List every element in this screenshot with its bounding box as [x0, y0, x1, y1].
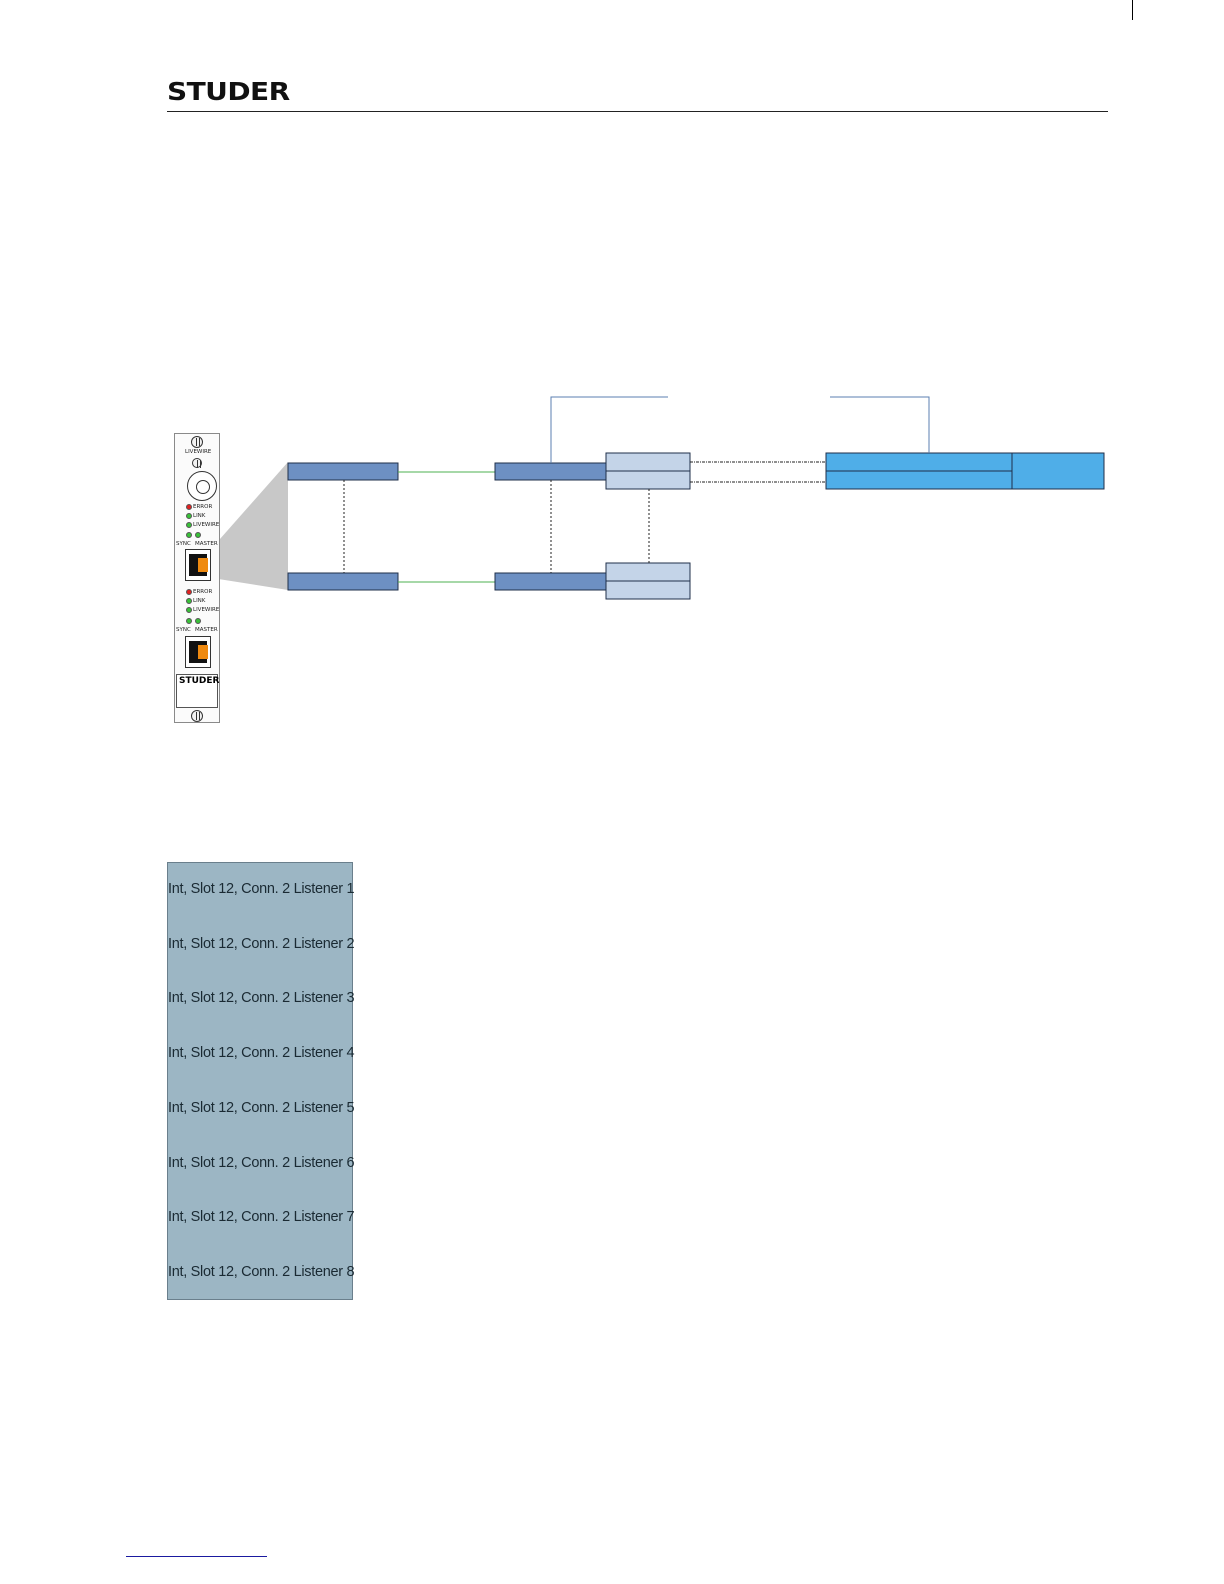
- zoom-wedge: [212, 462, 288, 590]
- listener-list-item[interactable]: Int, Slot 12, Conn. 2 Listener 3: [168, 990, 355, 1007]
- error-led: [186, 589, 192, 595]
- bracket-left: [550, 396, 668, 463]
- livewire-led: [186, 607, 192, 613]
- block-light-top-2: [605, 470, 691, 490]
- listener-list-item[interactable]: Int, Slot 12, Conn. 2 Listener 1: [168, 881, 355, 897]
- block-mid-top: [494, 462, 607, 481]
- block-light-top-1: [605, 452, 691, 472]
- listener-list-item[interactable]: Int, Slot 12, Conn. 2 Listener 4: [168, 1045, 355, 1062]
- network-diagram: [212, 396, 1105, 600]
- led-label: LIVEWIRE: [193, 522, 220, 528]
- sync-label: SYNC: [176, 541, 191, 547]
- master-label: MASTER: [195, 541, 218, 547]
- card-brand-label: STUDER: [179, 676, 220, 686]
- master-led: [195, 618, 201, 624]
- led-label: ERROR: [193, 504, 213, 510]
- bracket-right: [830, 396, 930, 453]
- listener-list-item[interactable]: Int, Slot 12, Conn. 2 Listener 7: [168, 1209, 355, 1226]
- led-label: LINK: [193, 513, 206, 519]
- master-label: MASTER: [195, 627, 218, 633]
- sync-led: [186, 532, 192, 538]
- block-right-2: [825, 470, 1013, 490]
- card-top-label: LIVEWIRE: [185, 449, 212, 455]
- rj45-port-2-icon: [185, 636, 211, 668]
- master-led: [195, 532, 201, 538]
- livewire-card-panel: LIVEWIRE ERROR LINK LIVEWIRE SYNC MASTER…: [174, 433, 220, 723]
- screw-icon: [191, 436, 203, 448]
- sync-label: SYNC: [176, 627, 191, 633]
- footer-link[interactable]: [126, 1556, 267, 1557]
- led-label: LINK: [193, 598, 206, 604]
- livewire-led: [186, 522, 192, 528]
- block-light-bottom-2: [605, 580, 691, 600]
- listener-list-item[interactable]: Int, Slot 12, Conn. 2 Listener 8: [168, 1263, 355, 1280]
- listener-list-item[interactable]: Int, Slot 12, Conn. 2 Listener 5: [168, 1099, 355, 1116]
- screw-icon: [191, 710, 203, 722]
- rj45-port-1-icon: [185, 549, 211, 581]
- sync-led: [186, 618, 192, 624]
- card-brand-plate: STUDER: [176, 674, 220, 708]
- studer-logo: STUDER: [167, 77, 290, 106]
- crop-mark: [1132, 0, 1133, 20]
- listener-list-item[interactable]: Int, Slot 12, Conn. 2 Listener 2: [168, 935, 355, 952]
- listener-list-item[interactable]: Int, Slot 12, Conn. 2 Listener 6: [168, 1154, 355, 1171]
- block-mid-bottom: [494, 572, 607, 591]
- link-led: [186, 598, 192, 604]
- header-rule: [167, 111, 1108, 112]
- led-label: LIVEWIRE: [193, 607, 220, 613]
- listener-list: Int, Slot 12, Conn. 2 Listener 1 Int, Slo…: [167, 862, 355, 1300]
- block-light-bottom-1: [605, 562, 691, 582]
- link-led: [186, 513, 192, 519]
- block-right-1: [825, 452, 1013, 472]
- led-label: ERROR: [193, 589, 213, 595]
- bnc-connector-icon: [187, 471, 217, 501]
- block-left-top: [287, 462, 399, 481]
- error-led: [186, 504, 192, 510]
- ground-icon: [192, 458, 202, 468]
- block-right-side: [1011, 452, 1105, 490]
- block-left-bottom: [287, 572, 399, 591]
